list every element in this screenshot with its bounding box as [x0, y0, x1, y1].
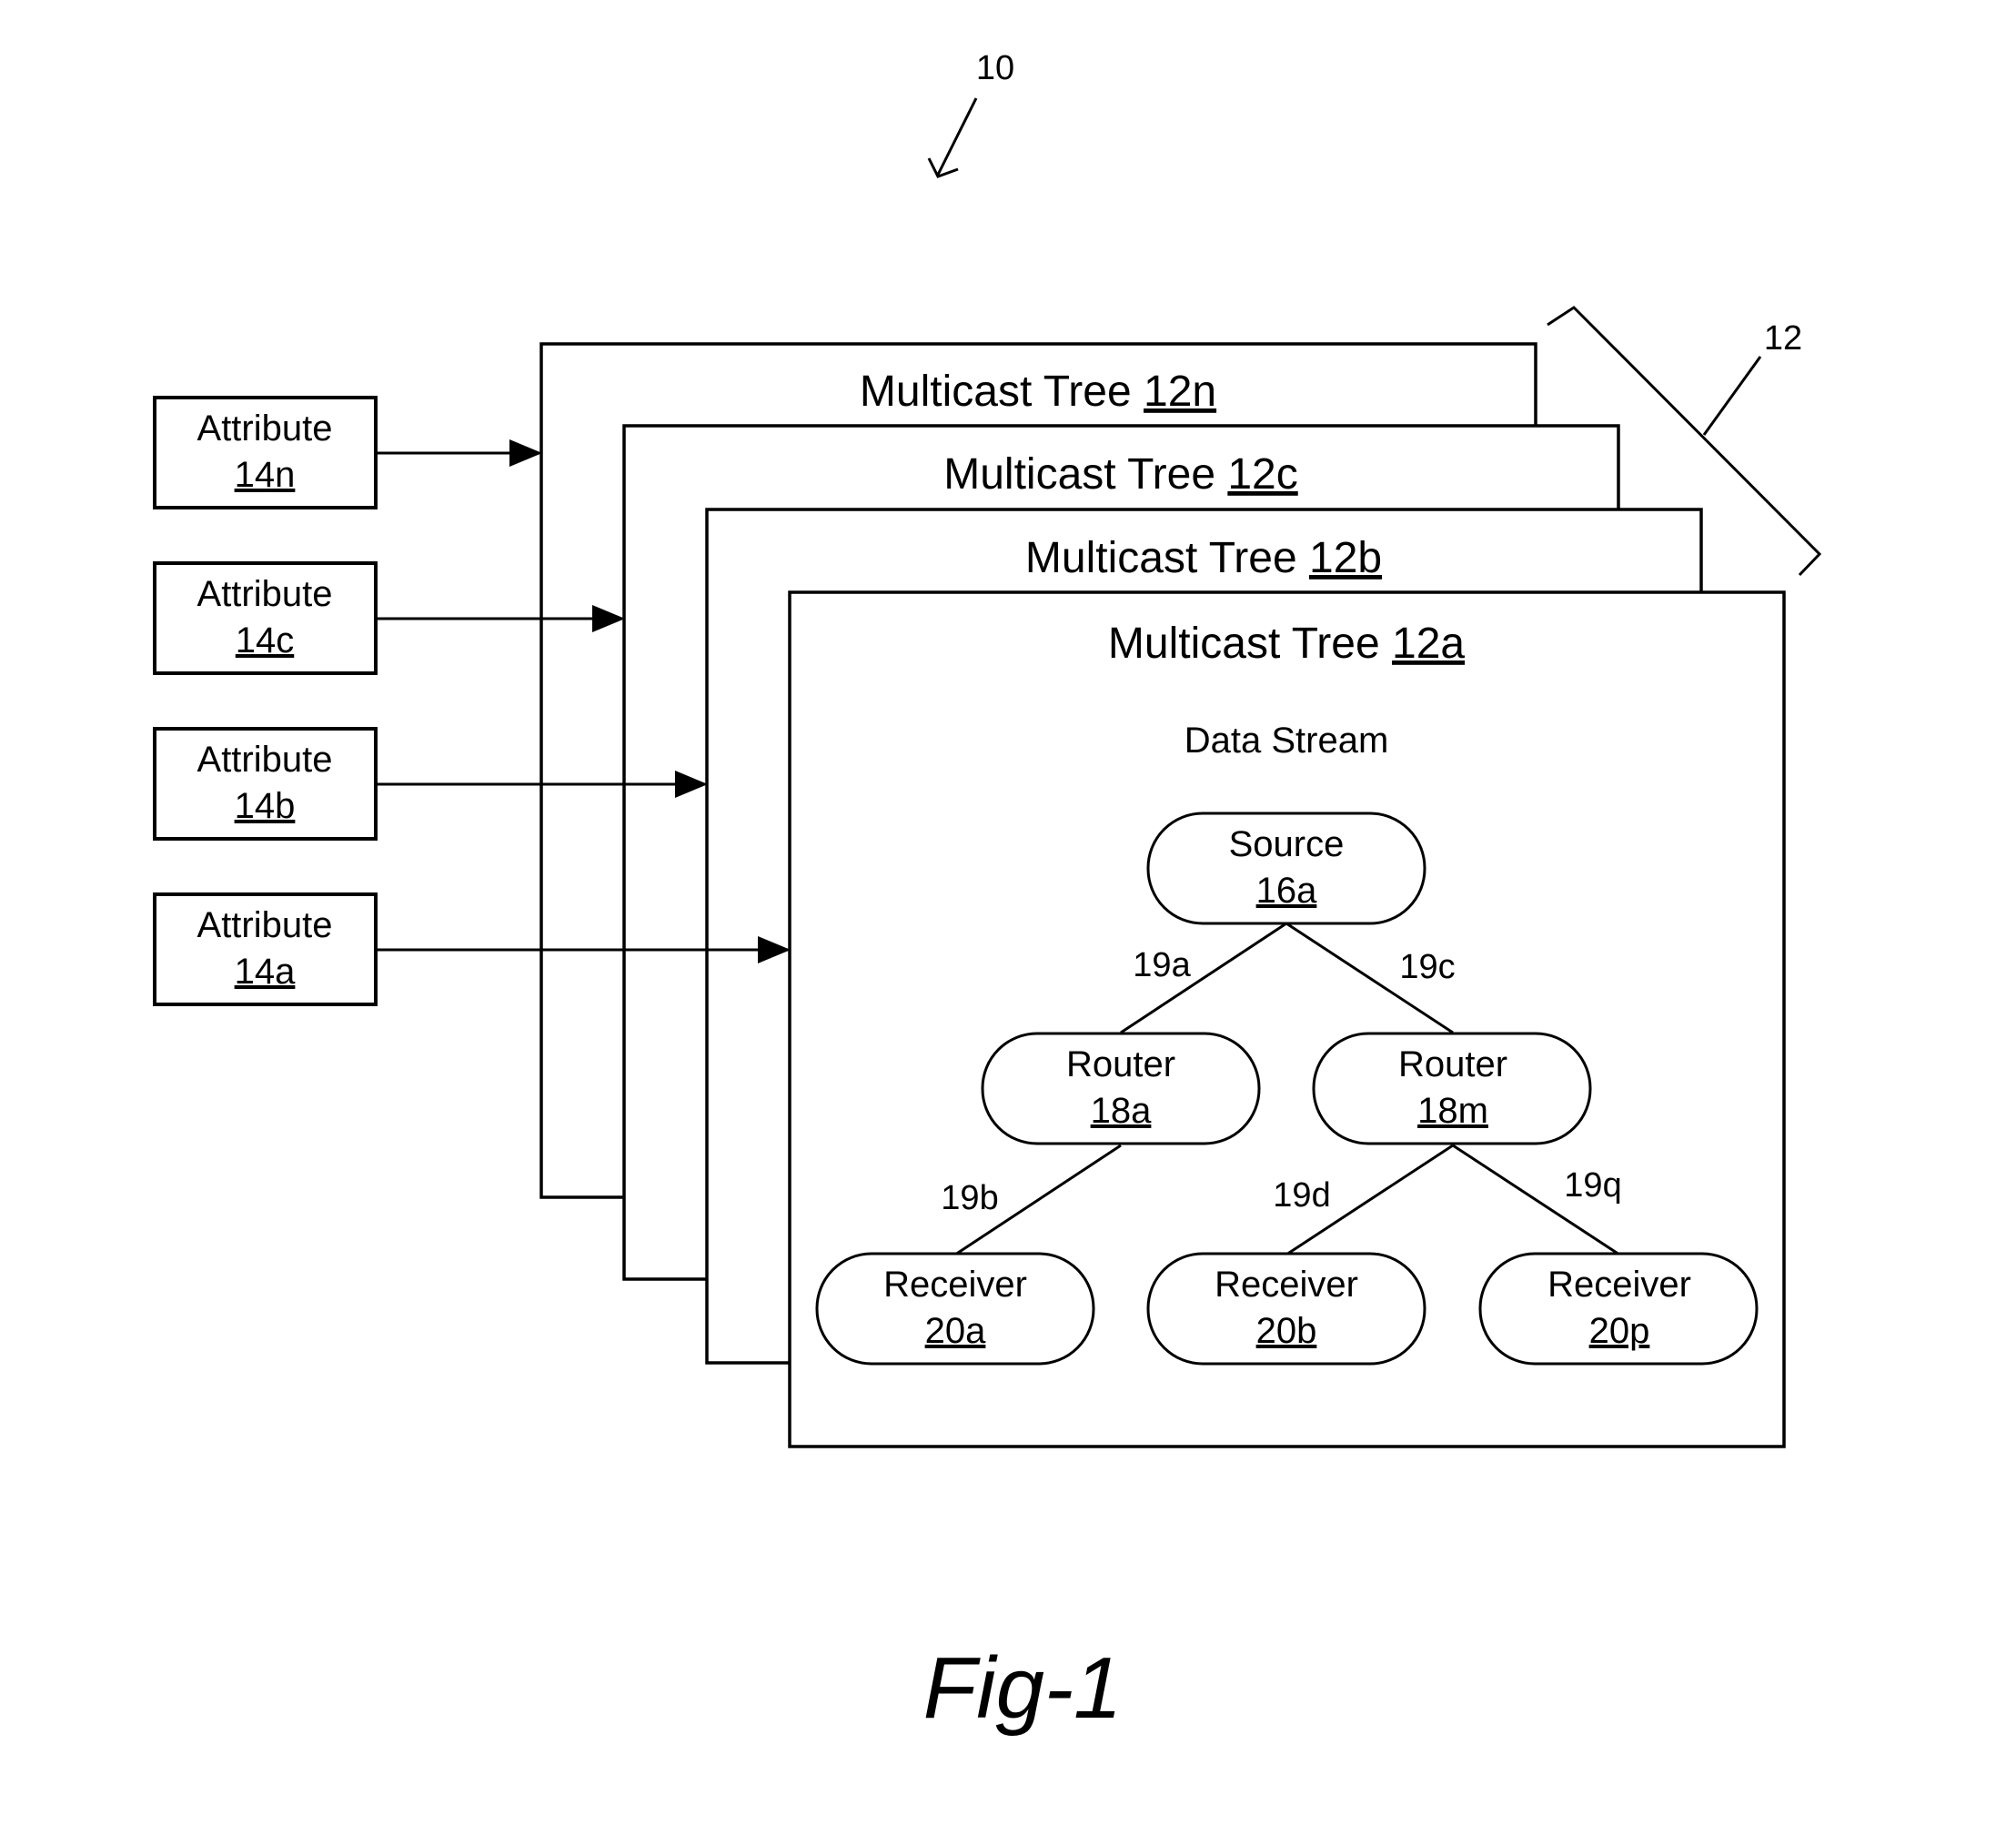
node-receiver-p-name: Receiver — [1547, 1265, 1691, 1305]
attribute-14a: Attribute 14a — [155, 894, 376, 1004]
node-router-m-ref: 18m — [1417, 1091, 1488, 1131]
edge-label-19d: 19d — [1273, 1176, 1330, 1215]
node-router-m-name: Router — [1398, 1044, 1507, 1084]
attribute-14b: Attribute 14b — [155, 729, 376, 839]
node-receiver-p-ref: 20p — [1589, 1311, 1650, 1351]
node-source-16a: Source 16a — [1148, 813, 1425, 923]
attribute-14a-name: Attribute — [197, 905, 333, 945]
node-receiver-a-name: Receiver — [883, 1265, 1027, 1305]
ref-12-label: 12 — [1764, 319, 1802, 358]
attribute-14b-name: Attribute — [197, 740, 333, 780]
tree-12c-title: Multicast Tree 12c — [943, 450, 1297, 499]
node-router-18a: Router 18a — [983, 1033, 1259, 1144]
edge-label-19q: 19q — [1564, 1166, 1621, 1205]
ref-10-arrow — [929, 98, 976, 176]
data-stream-label: Data Stream — [1184, 721, 1389, 761]
node-receiver-a-ref: 20a — [925, 1311, 986, 1351]
node-router-a-name: Router — [1066, 1044, 1175, 1084]
edge-label-19a: 19a — [1133, 946, 1191, 984]
tree-12a-title: Multicast Tree 12a — [1108, 620, 1465, 668]
node-source-name: Source — [1229, 824, 1345, 864]
edge-label-19c: 19c — [1399, 948, 1455, 986]
attribute-14b-ref: 14b — [235, 786, 296, 826]
node-receiver-20p: Receiver 20p — [1480, 1254, 1757, 1364]
ref-10-label: 10 — [976, 49, 1014, 87]
attribute-14c-ref: 14c — [236, 620, 295, 660]
node-source-ref: 16a — [1256, 871, 1317, 911]
node-receiver-b-ref: 20b — [1256, 1311, 1317, 1351]
node-receiver-20a: Receiver 20a — [817, 1254, 1094, 1364]
node-receiver-20b: Receiver 20b — [1148, 1254, 1425, 1364]
figure-caption: Fig-1 — [923, 1639, 1123, 1737]
attribute-14n: Attribute 14n — [155, 398, 376, 508]
attribute-14n-name: Attribute — [197, 408, 333, 449]
node-receiver-b-name: Receiver — [1215, 1265, 1358, 1305]
attribute-14c: Attribute 14c — [155, 563, 376, 673]
tree-12b-title: Multicast Tree 12b — [1025, 534, 1382, 582]
attribute-14c-name: Attribute — [197, 574, 333, 614]
attribute-14n-ref: 14n — [235, 455, 296, 495]
node-router-18m: Router 18m — [1314, 1033, 1590, 1144]
edge-label-19b: 19b — [941, 1179, 998, 1217]
attribute-14a-ref: 14a — [235, 952, 296, 992]
tree-12n-title: Multicast Tree 12n — [860, 368, 1216, 416]
node-router-a-ref: 18a — [1091, 1091, 1152, 1131]
